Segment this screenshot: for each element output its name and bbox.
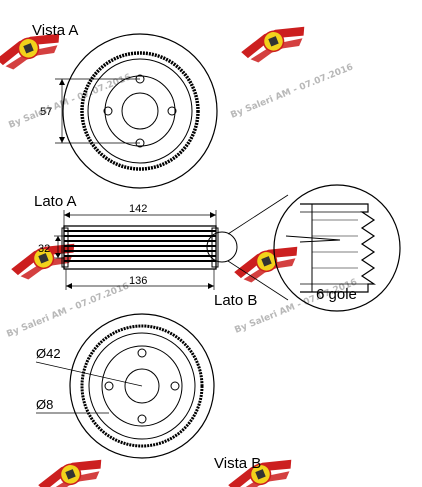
groove-lines	[64, 230, 216, 262]
view-b-label: Vista B	[214, 455, 261, 472]
dimension-width-outer: 142	[129, 203, 147, 215]
side-view	[54, 194, 289, 301]
groove-count-label: 6 gole	[316, 286, 357, 303]
dimension-width-inner: 136	[129, 275, 147, 287]
groove-detail	[273, 184, 401, 312]
logo-watermark-bottom-left	[34, 451, 109, 487]
side-b-label: Lato B	[214, 292, 257, 309]
watermark-text: By Saleri AM - 07.07.2016	[7, 72, 132, 130]
side-a-label: Lato A	[34, 193, 77, 210]
view-b	[35, 313, 215, 459]
dimension-height: 32	[38, 243, 50, 255]
view-a-label: Vista A	[32, 22, 78, 39]
watermark-text: By Saleri AM - 07.07.2016	[229, 62, 354, 120]
logo-watermark-middle-right	[230, 238, 305, 288]
dimension-bore-b: Ø42	[36, 346, 61, 361]
watermark-text: By Saleri AM - 07.07.2016	[5, 281, 130, 339]
view-a	[55, 33, 218, 189]
dimension-hole-b: Ø8	[36, 397, 53, 412]
logo-watermark-top-right	[237, 18, 312, 68]
dimension-hub-a: 57	[40, 106, 52, 118]
